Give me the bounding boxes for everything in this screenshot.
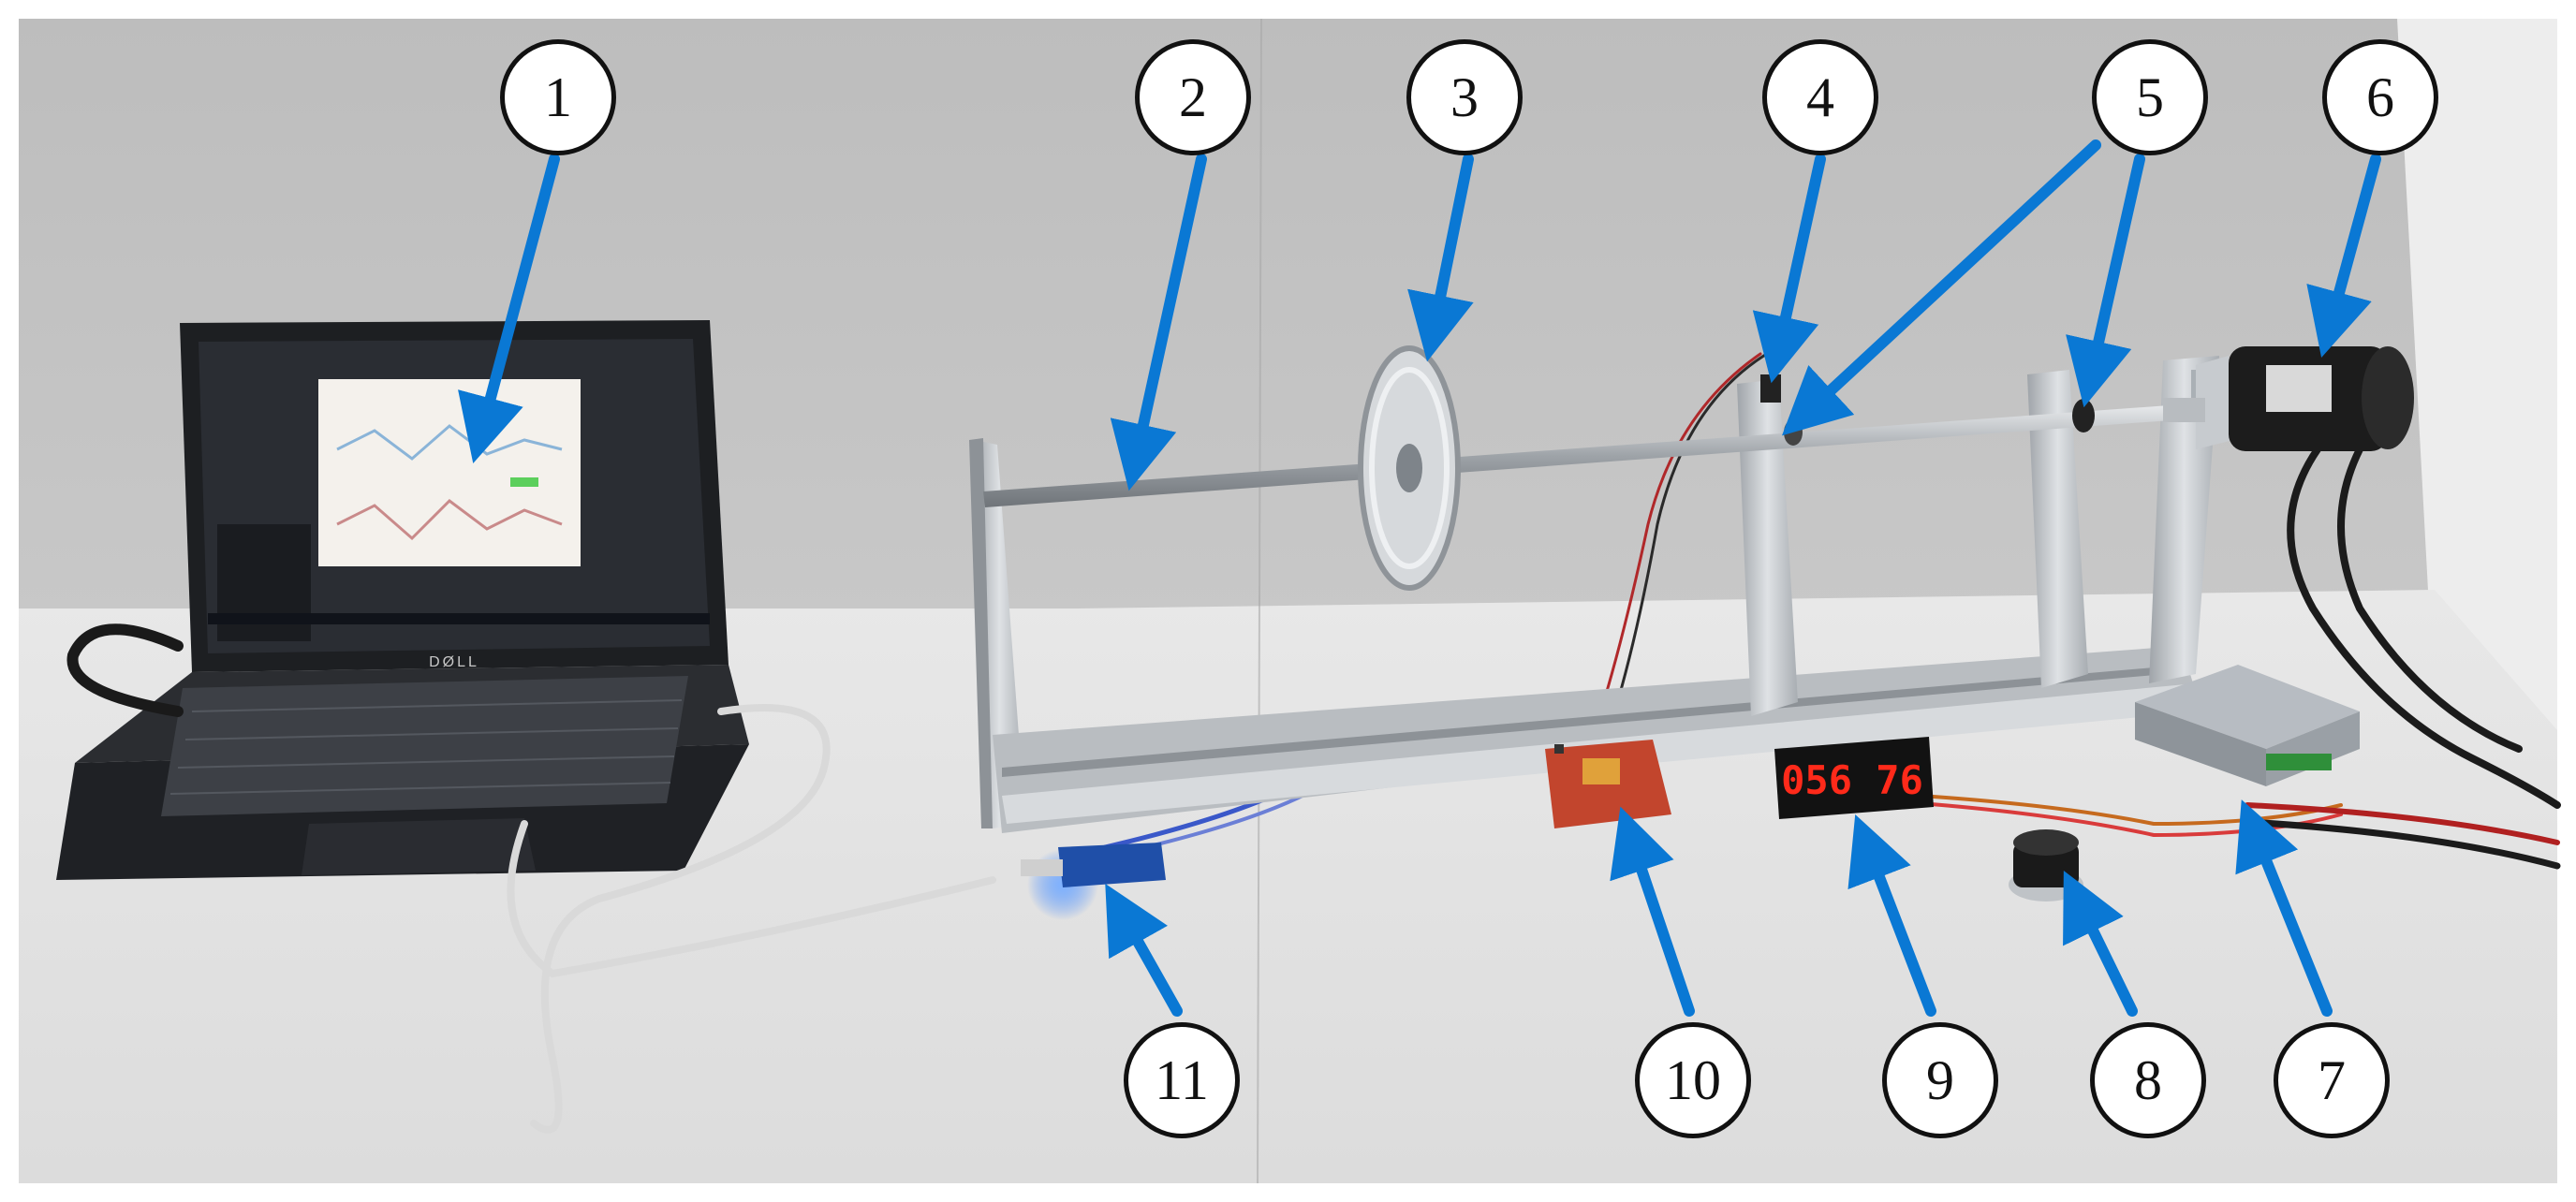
controller-board xyxy=(1545,740,1671,828)
dc-motor xyxy=(2163,346,2414,451)
usb-serial-module xyxy=(1021,843,1166,920)
arrow-8 xyxy=(2063,871,2138,1017)
flywheel-disc xyxy=(1358,345,1461,591)
potentiometer-knob xyxy=(2009,829,2083,902)
arrow-7 xyxy=(2235,799,2333,1017)
rpm-display-readout: 056 76 xyxy=(1781,757,1923,803)
arrow-1 xyxy=(458,154,560,463)
callout-6: 6 xyxy=(2322,39,2438,155)
laptop-brand-logo: DØLL xyxy=(429,654,479,670)
callout-11: 11 xyxy=(1124,1022,1240,1138)
callout-3: 3 xyxy=(1406,39,1523,155)
callout-1: 1 xyxy=(500,39,616,155)
arrow-5b xyxy=(2066,154,2145,408)
callout-8: 8 xyxy=(2090,1022,2206,1138)
arrow-3 xyxy=(1407,154,1474,362)
arrow-9 xyxy=(1847,814,1936,1017)
callout-2: 2 xyxy=(1135,39,1251,155)
speed-sensor xyxy=(1760,374,1781,403)
callout-5: 5 xyxy=(2092,39,2208,155)
arrow-11 xyxy=(1105,883,1183,1017)
motor-driver xyxy=(2135,665,2360,786)
arrow-4 xyxy=(1752,154,1826,384)
callout-7: 7 xyxy=(2274,1022,2390,1138)
callout-10: 10 xyxy=(1635,1022,1751,1138)
arrow-2 xyxy=(1110,154,1207,491)
arrow-5a xyxy=(1781,139,2101,436)
laptop: DØLL xyxy=(56,320,749,880)
callout-4: 4 xyxy=(1762,39,1878,155)
rpm-display: 056 76 xyxy=(1774,737,1934,819)
arrow-6 xyxy=(2306,154,2381,358)
arrow-10 xyxy=(1610,806,1695,1017)
callout-9: 9 xyxy=(1882,1022,1998,1138)
